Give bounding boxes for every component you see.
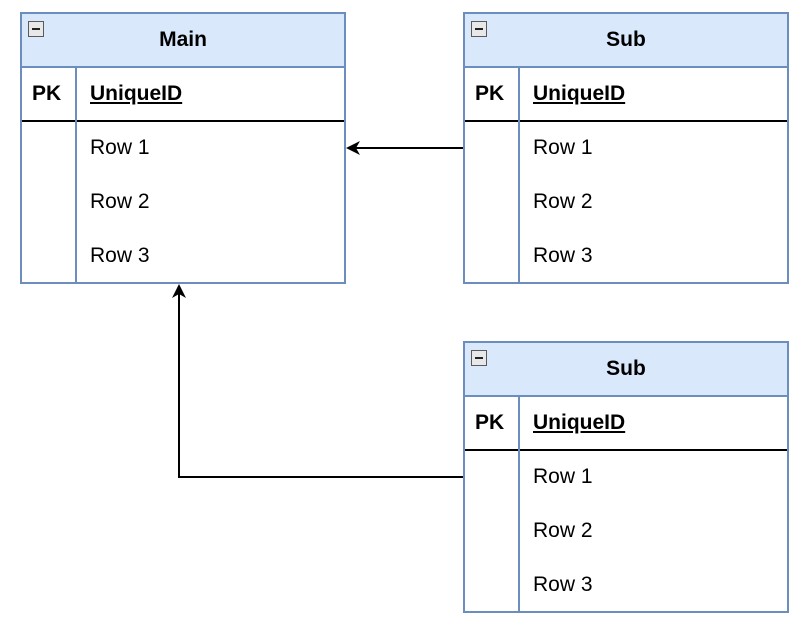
table-header: Sub [465, 14, 787, 68]
collapse-minus-icon[interactable] [28, 21, 44, 37]
table-header: Main [22, 14, 344, 68]
pk-field-name: UniqueID [90, 82, 183, 105]
table-title: Sub [606, 28, 646, 51]
table-row[interactable]: Row 3 [533, 244, 593, 267]
arrowhead-icon [172, 284, 186, 298]
arrowhead-icon [346, 141, 360, 155]
table-row[interactable]: Row 3 [533, 573, 593, 596]
collapse-minus-icon[interactable] [471, 21, 487, 37]
table-row[interactable]: Row 2 [533, 519, 593, 542]
key-column-divider [518, 68, 520, 282]
entity-table-main[interactable]: Main PK UniqueID Row 1 Row 2 Row 3 [20, 12, 346, 284]
collapse-minus-icon[interactable] [471, 350, 487, 366]
table-title: Sub [606, 357, 646, 380]
table-header: Sub [465, 343, 787, 397]
table-row[interactable]: Row 1 [533, 465, 593, 488]
pk-field-name: UniqueID [533, 411, 626, 434]
pk-label: PK [32, 82, 62, 105]
primary-key-row[interactable]: PK UniqueID [22, 68, 344, 122]
table-row[interactable]: Row 2 [533, 190, 593, 213]
pk-label: PK [475, 411, 505, 434]
table-row[interactable]: Row 1 [533, 136, 593, 159]
table-row[interactable]: Row 3 [90, 244, 150, 267]
primary-key-row[interactable]: PK UniqueID [465, 397, 787, 451]
primary-key-row[interactable]: PK UniqueID [465, 68, 787, 122]
pk-label: PK [475, 82, 505, 105]
connector-sub-bottom-to-main[interactable] [172, 284, 463, 478]
table-row[interactable]: Row 1 [90, 136, 150, 159]
key-column-divider [75, 68, 77, 282]
pk-field-name: UniqueID [533, 82, 626, 105]
entity-table-sub-bottom[interactable]: Sub PK UniqueID Row 1 Row 2 Row 3 [463, 341, 789, 613]
entity-table-sub-top[interactable]: Sub PK UniqueID Row 1 Row 2 Row 3 [463, 12, 789, 284]
key-column-divider [518, 397, 520, 611]
table-title: Main [159, 28, 207, 51]
table-row[interactable]: Row 2 [90, 190, 150, 213]
connector-sub-top-to-main[interactable] [346, 141, 463, 155]
